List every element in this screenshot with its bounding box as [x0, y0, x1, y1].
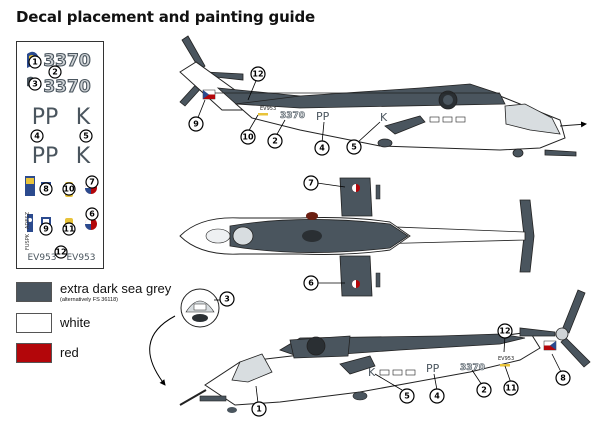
tail-reg-top: EV953: [260, 106, 276, 112]
letter-top: K: [380, 111, 388, 124]
letter-bottom: K: [368, 366, 376, 379]
decal-12b-reg: EV953: [66, 253, 95, 263]
tail-flag-top: [202, 89, 216, 100]
callout-2-bottom: 2: [481, 386, 487, 395]
decal-4b-code: PP: [32, 144, 59, 169]
callout-4-top: 4: [319, 144, 325, 153]
side-view-left: EV953 3370 PP K 12 9 10 2 4 5: [179, 35, 587, 158]
tail-flag-bottom: [543, 340, 557, 351]
callout-5-top: 5: [351, 143, 357, 152]
callouts-top: 12 9 10 2 4 5: [188, 66, 381, 156]
callout-12-bottom: 12: [499, 327, 510, 336]
sheet-callout-10: 10: [63, 185, 75, 194]
callout-8: 8: [560, 374, 566, 383]
fuselage-number-top: 3370: [280, 111, 305, 121]
top-view: 7 6: [179, 175, 535, 297]
tail-rotor-bottom: [519, 289, 591, 368]
sheet-callout-8: 8: [43, 185, 49, 194]
decal-sheet: 3370 3370 PP K PP K FUSPK - ADESZ: [16, 41, 104, 269]
decal-4-code: PP: [32, 105, 59, 130]
sheet-callout-9: 9: [43, 225, 49, 234]
callout-10-top: 10: [242, 133, 254, 142]
sheet-callout-11: 11: [63, 225, 75, 234]
decal-sheet-side-text: FUSPK - ADESZ: [25, 211, 31, 250]
sheet-callout-6: 6: [89, 210, 95, 219]
roundel-bottom-wing: [352, 280, 360, 288]
sheet-callouts: 1 2 3 4 5 6 7 8 9 10 11 12: [28, 55, 99, 259]
roundel-top-wing: [352, 184, 360, 192]
fuselage-number-bottom: 3370: [460, 363, 485, 373]
sheet-callout-4: 4: [34, 132, 40, 141]
swatch-white: [16, 313, 52, 333]
sheet-callout-3: 3: [32, 80, 38, 89]
page-title: Decal placement and painting guide: [16, 8, 316, 26]
callout-12-top: 12: [252, 70, 263, 79]
callout-5-bottom: 5: [404, 392, 410, 401]
decal-6-roundel: [85, 218, 97, 230]
legend-grey-sub: (alternatively FS 36118): [60, 297, 118, 303]
sheet-callout-2: 2: [52, 68, 58, 77]
nose-detail: 3: [149, 288, 235, 386]
callout-4-bottom: 4: [434, 392, 440, 401]
tail-rotor-top: [179, 35, 244, 107]
callout-7: 7: [308, 179, 314, 188]
decal-3-number: 3370: [43, 77, 90, 97]
callout-6: 6: [308, 279, 314, 288]
callout-3: 3: [224, 295, 230, 304]
code-bottom: PP: [426, 362, 440, 375]
callout-2-top: 2: [272, 137, 278, 146]
legend-grey-label: extra dark sea grey: [60, 281, 172, 296]
tail-reg-bottom: EV953: [498, 356, 514, 362]
decal-12-reg: EV953: [27, 253, 56, 263]
sheet-callout-7: 7: [89, 178, 95, 187]
legend-white-label: white: [60, 315, 91, 330]
callout-9-top: 9: [193, 120, 199, 129]
decal-sheet-art: 3370 3370 PP K PP K FUSPK - ADESZ: [25, 50, 99, 263]
callout-11-bottom: 11: [505, 384, 517, 393]
decal-5b-letter: K: [76, 144, 91, 169]
swatch-red: [16, 343, 52, 363]
swatch-grey: [16, 282, 52, 302]
code-top: PP: [316, 110, 330, 123]
sheet-callout-1: 1: [32, 58, 38, 67]
decal-crests-art: [25, 176, 35, 232]
legend-red-label: red: [60, 345, 79, 360]
decal-5-letter: K: [76, 105, 91, 130]
sheet-callout-12: 12: [55, 248, 66, 257]
callout-1: 1: [256, 405, 262, 414]
sheet-callout-5: 5: [83, 132, 89, 141]
side-view-right: EV953 3370 PP K 1 5 4 2 11 12 8: [179, 289, 591, 417]
